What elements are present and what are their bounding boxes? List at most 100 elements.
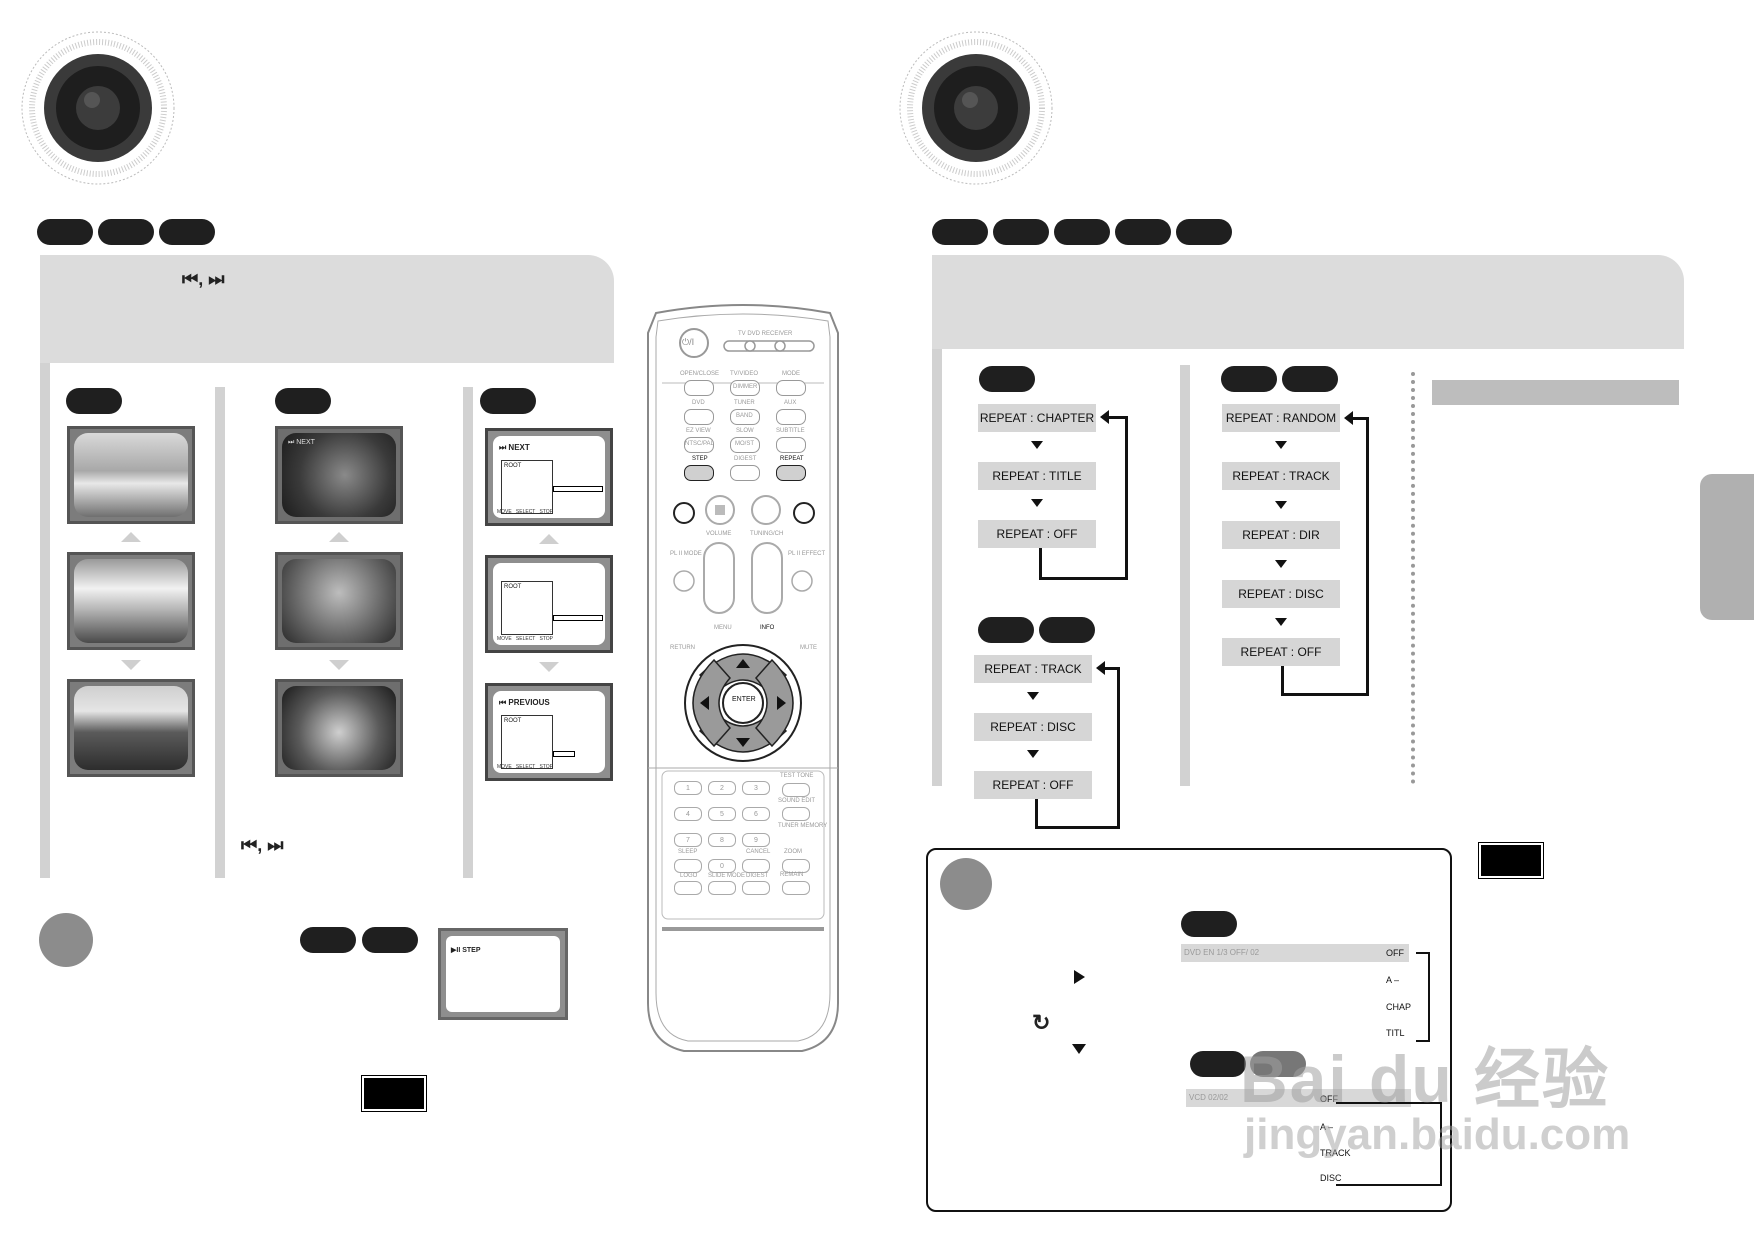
digest-button[interactable]: [730, 465, 760, 481]
key-1[interactable]: 1: [674, 781, 702, 795]
key-2[interactable]: 2: [708, 781, 736, 795]
column-divider: [463, 387, 473, 878]
key-4[interactable]: 4: [674, 807, 702, 821]
down-arrow: [1275, 618, 1287, 626]
step-pill: [300, 927, 356, 953]
repeat-button[interactable]: [776, 465, 806, 481]
down-triangle-icon: [1072, 1044, 1086, 1054]
section-pill: [1054, 219, 1110, 245]
sound-edit-button[interactable]: [782, 807, 810, 821]
loop-stem: [1039, 548, 1042, 578]
down-arrow: [1275, 560, 1287, 568]
cd-pill: [1039, 617, 1095, 643]
logo-button[interactable]: [674, 881, 702, 895]
key-0[interactable]: 0: [708, 859, 736, 873]
enter-button[interactable]: ENTER: [732, 696, 756, 703]
dvd-button[interactable]: [684, 409, 714, 425]
digest-bottom-button[interactable]: [742, 881, 770, 895]
repeat-track: REPEAT : TRACK: [974, 655, 1092, 683]
vcd-repeat-off: OFF: [1320, 1094, 1338, 1104]
step-pill: [66, 388, 122, 414]
photo-beach-thumb: [67, 426, 195, 524]
zoom-button[interactable]: [782, 859, 810, 873]
open-close-button[interactable]: [684, 380, 714, 396]
step-pill: [275, 388, 331, 414]
mp3-pill: [1221, 366, 1277, 392]
repeat-off: REPEAT : OFF: [978, 520, 1096, 548]
key-6[interactable]: 6: [742, 807, 770, 821]
section-pill: [159, 219, 215, 245]
vcd-repeat-track: TRACK: [1320, 1148, 1351, 1158]
column-divider: [215, 387, 225, 878]
plii-mode-label: PL II MODE: [670, 551, 702, 557]
key-7[interactable]: 7: [674, 833, 702, 847]
dvd-pill: [979, 366, 1035, 392]
down-arrow: [1031, 499, 1043, 507]
loop-arrowhead: [1096, 661, 1105, 675]
osd-next-screen: ⏭ NEXT ROOT MOVE SELECT STOP: [485, 428, 613, 526]
down-arrow: [1275, 441, 1287, 449]
mode-button[interactable]: [776, 380, 806, 396]
repeat-track: REPEAT : TRACK: [1222, 462, 1340, 490]
key-5[interactable]: 5: [708, 807, 736, 821]
cancel-button[interactable]: [742, 859, 770, 873]
osd-list-screen: ROOT MOVE SELECT STOP: [485, 555, 613, 653]
step-button[interactable]: [684, 465, 714, 481]
step-screen: ▶II STEP: [438, 928, 568, 1020]
loop-stem: [1035, 799, 1038, 829]
loop-line: [1039, 417, 1128, 580]
loop-right: [1117, 667, 1120, 829]
repeat-disc: REPEAT : DISC: [974, 713, 1092, 741]
down-arrow: [1275, 501, 1287, 509]
info-button[interactable]: INFO: [760, 625, 775, 631]
vcd-repeat-disc: DISC: [1320, 1173, 1342, 1183]
osd-previous-screen: ⏮ PREVIOUS ROOT MOVE SELECT STOP: [485, 683, 613, 781]
watermark: Bai du 经验: [1240, 1042, 1611, 1116]
loop-top: [1352, 417, 1369, 420]
key-3[interactable]: 3: [742, 781, 770, 795]
vcd-pill-highlight: [1250, 1051, 1306, 1077]
plii-effect-label: PL II EFFECT: [788, 551, 826, 557]
vcd-pill: [978, 617, 1034, 643]
photo-cheetah-thumb: [275, 552, 403, 650]
power-button[interactable]: ⏻/I: [682, 337, 695, 347]
ez-view-button[interactable]: NTSC/PAL: [684, 437, 714, 453]
repeat-chapter: REPEAT : CHAPTER: [978, 404, 1096, 432]
dvd-repeat-titl: TITL: [1386, 1028, 1405, 1038]
section-pill: [993, 219, 1049, 245]
remote-control: ⏻/I TV DVD RECEIVER OPEN/CLOSE TV/VIDEO …: [642, 303, 844, 1059]
slide-mode-button[interactable]: [708, 881, 736, 895]
tv-dvd-switch[interactable]: TV DVD RECEIVER: [738, 331, 793, 337]
mute-label: MUTE: [800, 645, 817, 651]
header-band: [932, 255, 1684, 349]
repeat-dir: REPEAT : DIR: [1222, 521, 1340, 549]
tv-video-button[interactable]: DIMMER: [730, 380, 760, 396]
vcd-pill: [1190, 1051, 1246, 1077]
skip-icons-bottom: ⏮, ⏭: [241, 835, 284, 855]
subtitle-button[interactable]: [776, 437, 806, 453]
section-pill: [98, 219, 154, 245]
remain-button[interactable]: [782, 881, 810, 895]
down-arrow: [1031, 441, 1043, 449]
header-band: ⏮, ⏭: [40, 255, 614, 363]
key-8[interactable]: 8: [708, 833, 736, 847]
tuner-button[interactable]: BAND: [730, 409, 760, 425]
aux-button[interactable]: [776, 409, 806, 425]
note-header-bar: [1432, 380, 1679, 405]
note-tab: [361, 1075, 427, 1112]
slow-button[interactable]: MO/ST: [730, 437, 760, 453]
step-pill: [480, 388, 536, 414]
note-tab: [1478, 842, 1544, 879]
volume-label: VOLUME: [706, 531, 732, 537]
key-9[interactable]: 9: [742, 833, 770, 847]
menu-label: MENU: [714, 625, 732, 631]
column-divider: [932, 349, 942, 786]
skip-icons: ⏮, ⏭: [182, 269, 225, 289]
dvd-status-bar: DVD EN 1/3 OFF/ 02: [1181, 944, 1409, 962]
return-label: RETURN: [670, 645, 695, 651]
ab-repeat-panel: ↻ DVD EN 1/3 OFF/ 02 OFF A – CHAP TITL V…: [926, 848, 1452, 1212]
key-extra[interactable]: [674, 859, 702, 873]
up-arrow: [121, 532, 141, 542]
step-pill: [362, 927, 418, 953]
test-tone-button[interactable]: [782, 783, 810, 797]
